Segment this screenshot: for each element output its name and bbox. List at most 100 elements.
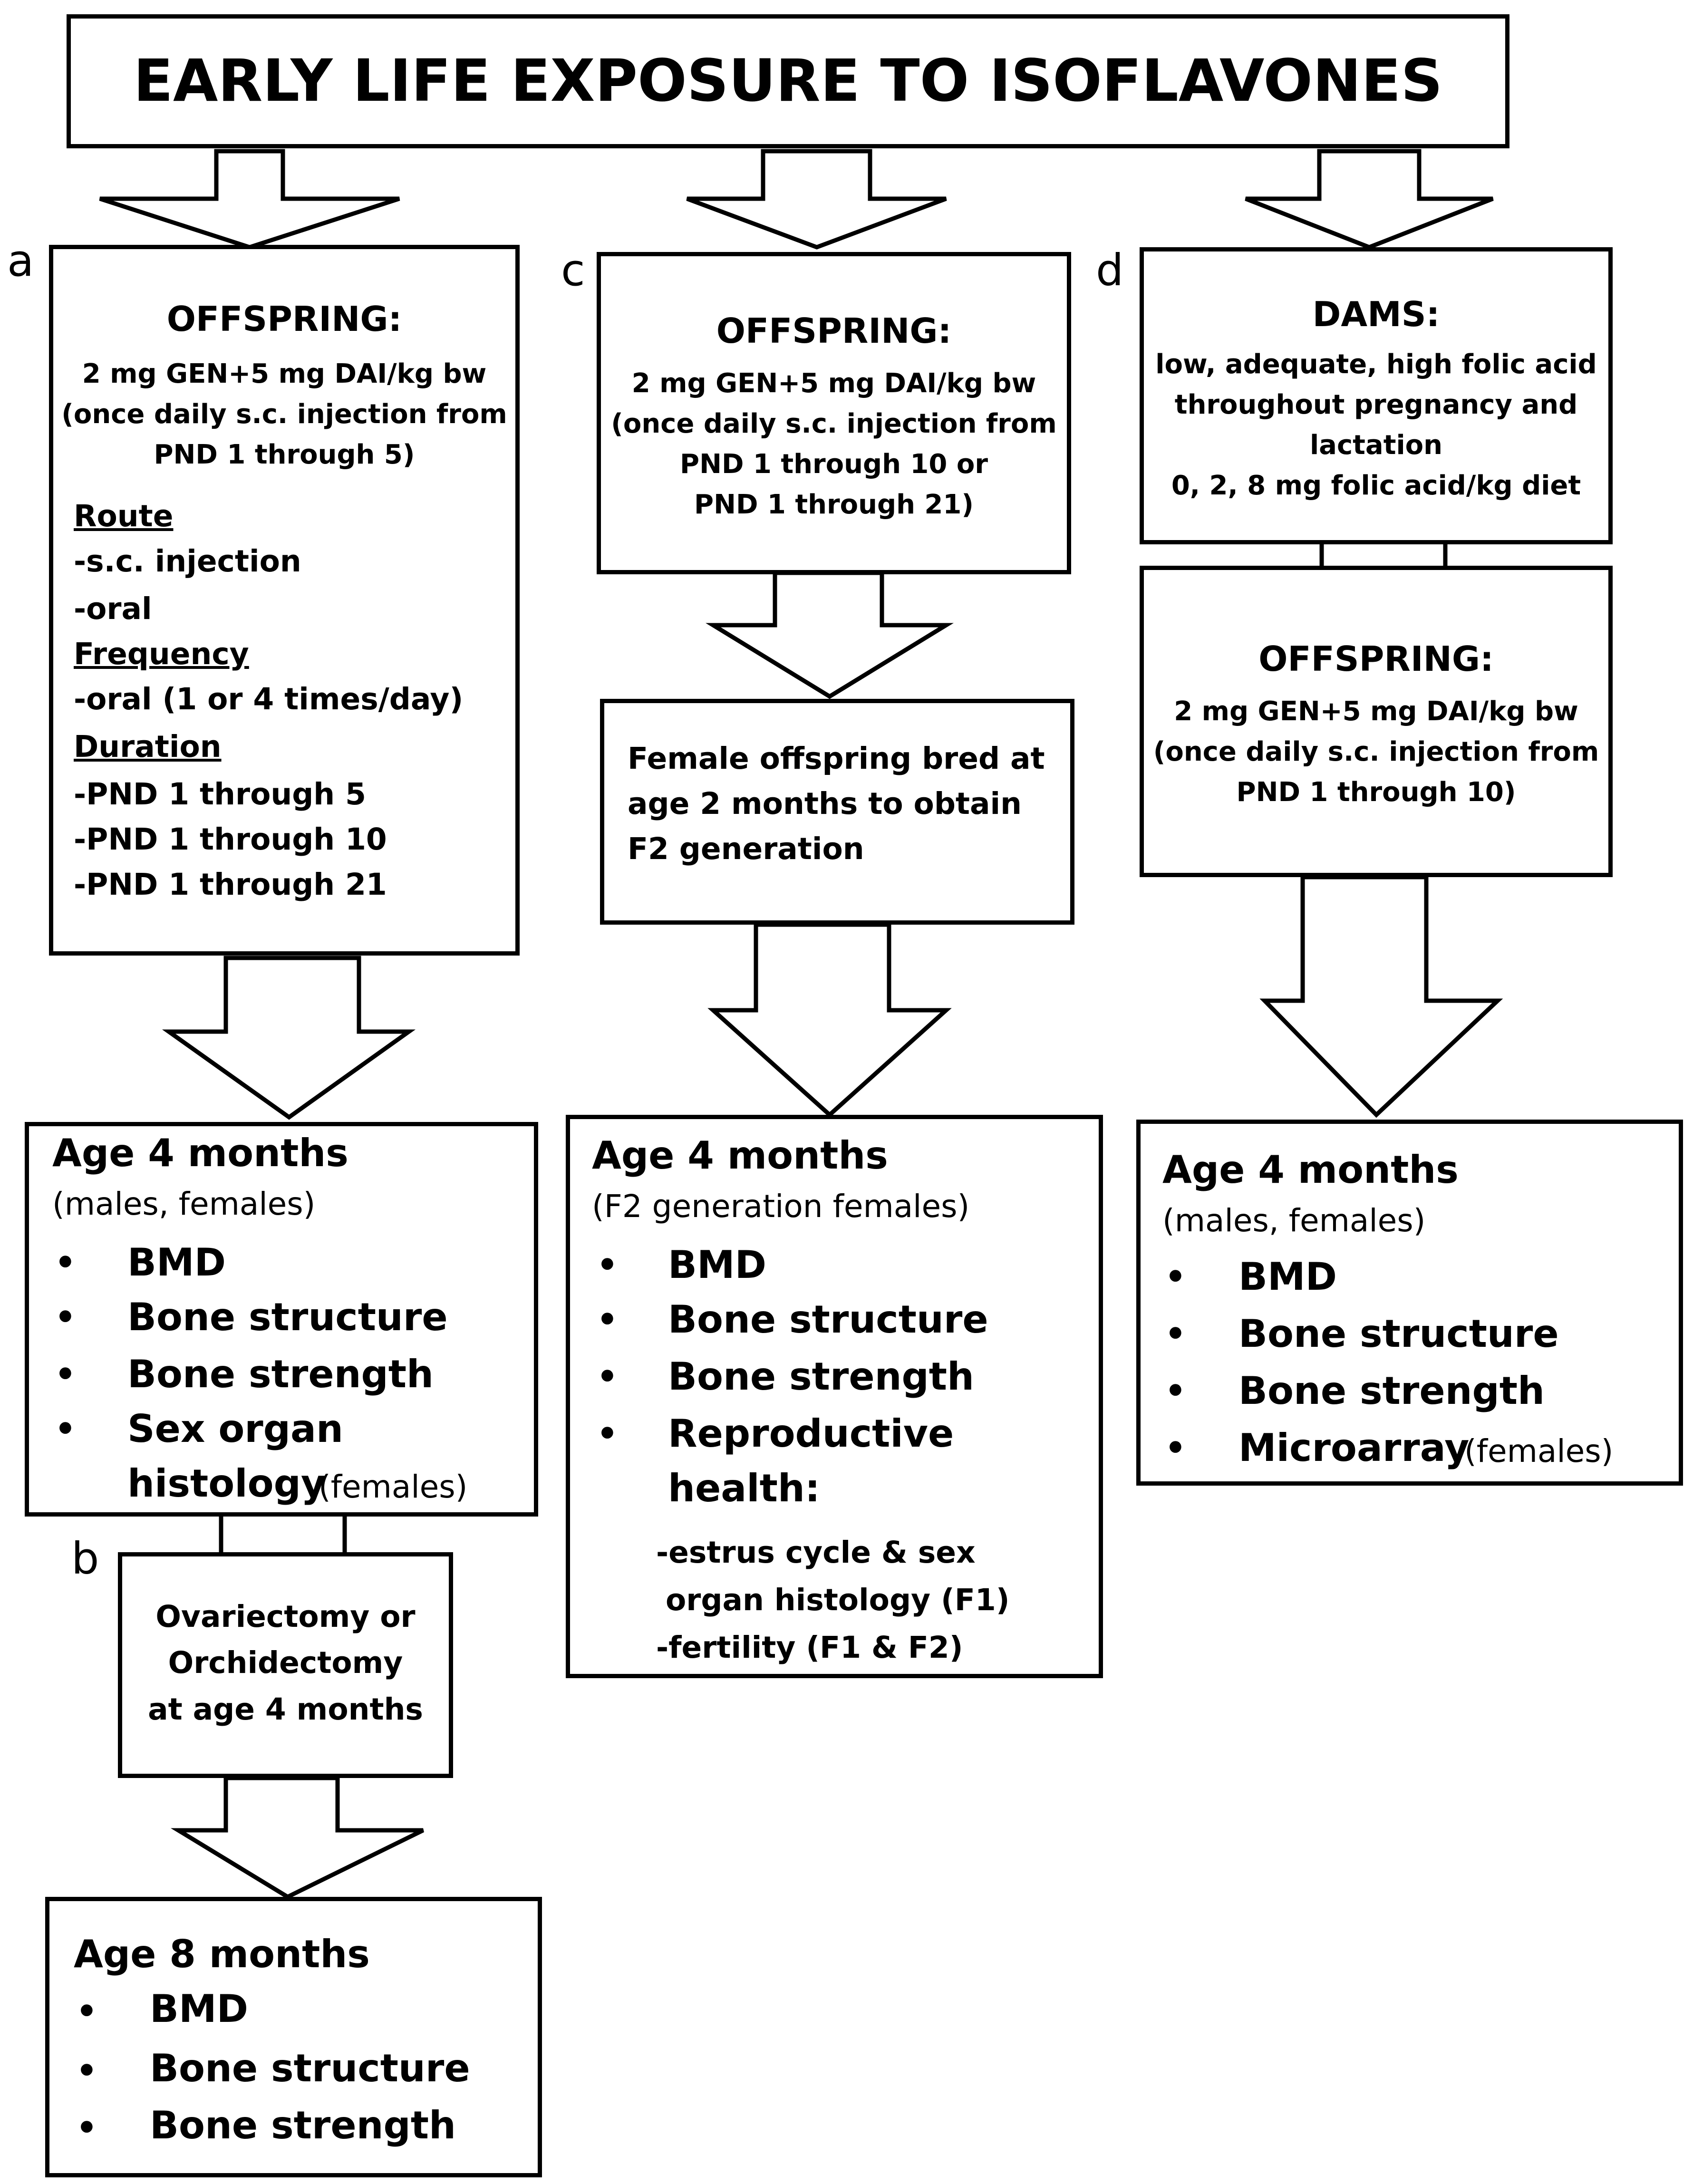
- panel-c-outcome-box: [566, 1115, 1103, 1678]
- panel-d-heading: OFFSPRING:: [1258, 639, 1494, 679]
- panel-a-duration-2: -PND 1 through 10: [74, 822, 387, 857]
- panel-c-repro-2: organ histology (F1): [666, 1583, 1010, 1617]
- panel-letter-c: c: [561, 245, 585, 296]
- arrow-title-to-d: [1245, 149, 1494, 250]
- panel-a-outcome-title: Age 4 months: [52, 1131, 348, 1175]
- panel-c-item-health: health:: [668, 1466, 820, 1510]
- panel-letter-a: a: [7, 235, 34, 286]
- panel-c-item-reproductive: Reproductive: [668, 1411, 954, 1456]
- panel-c-schedule-3: PND 1 through 21): [694, 489, 974, 520]
- panel-d-schedule-1: (once daily s.c. injection from: [1153, 736, 1599, 767]
- panel-letter-b: b: [71, 1533, 99, 1584]
- bullet: •: [1165, 1257, 1186, 1296]
- bullet: •: [76, 2051, 97, 2090]
- panel-b-line-3: at age 4 months: [148, 1692, 423, 1727]
- bullet: •: [597, 1246, 618, 1285]
- panel-c-breeding-3: F2 generation: [628, 831, 864, 866]
- panel-c-repro-3: -fertility (F1 & F2): [656, 1630, 963, 1665]
- bullet: •: [597, 1414, 618, 1453]
- arrow-d-to-outcome: [1259, 875, 1503, 1118]
- panel-a-item-strength: Bone strength: [127, 1352, 434, 1396]
- panel-d-offspring-box: [1140, 566, 1613, 877]
- panel-d-dams-box: [1140, 247, 1613, 544]
- panel-d-item-microarray: Microarray: [1238, 1426, 1470, 1470]
- bullet: •: [597, 1357, 618, 1396]
- panel-c-treatment-box: [597, 252, 1071, 574]
- panel-a-outcome-box: [25, 1122, 538, 1517]
- panel-a-route-label: Route: [74, 499, 174, 533]
- panel-c-item-structure: Bone structure: [668, 1297, 988, 1342]
- panel-d-dams-4: 0, 2, 8 mg folic acid/kg diet: [1171, 470, 1581, 501]
- panel-a-frequency-label: Frequency: [74, 637, 249, 671]
- panel-c-breeding-1: Female offspring bred at: [628, 741, 1045, 776]
- panel-a-duration-3: -PND 1 through 21: [74, 867, 387, 902]
- bullet: •: [55, 1243, 76, 1282]
- panel-a-duration-label: Duration: [74, 729, 222, 764]
- bullet: •: [55, 1410, 76, 1449]
- panel-a-item-note: (females): [319, 1469, 468, 1505]
- panel-b-line-1: Ovariectomy or: [155, 1599, 416, 1634]
- panel-c-outcome-subtitle: (F2 generation females): [592, 1188, 970, 1225]
- panel-c-outcome-title: Age 4 months: [592, 1133, 888, 1178]
- panel-d-dams-1: low, adequate, high folic acid: [1155, 349, 1597, 380]
- panel-d-outcome-title: Age 4 months: [1162, 1148, 1459, 1192]
- bullet: •: [76, 2108, 97, 2147]
- panel-d-item-note: (females): [1464, 1433, 1614, 1469]
- panel-b-item-bmd: BMD: [150, 1987, 248, 2031]
- arrow-c-to-breeding: [706, 570, 954, 699]
- panel-c-item-bmd: BMD: [668, 1243, 766, 1287]
- panel-a-route-2: -oral: [74, 591, 152, 626]
- bullet: •: [55, 1298, 76, 1337]
- panel-b-line-2: Orchidectomy: [168, 1645, 403, 1680]
- bullet: •: [1165, 1372, 1186, 1411]
- panel-a-frequency-1: -oral (1 or 4 times/day): [74, 682, 464, 716]
- arrow-a-to-outcome: [162, 956, 416, 1120]
- panel-d-dams-heading: DAMS:: [1312, 294, 1440, 334]
- panel-c-breeding-box: [600, 699, 1074, 925]
- panel-d-dose: 2 mg GEN+5 mg DAI/kg bw: [1174, 696, 1578, 727]
- panel-d-dams-3: lactation: [1309, 430, 1443, 461]
- panel-b-outcome-box: [45, 1897, 542, 2177]
- panel-a-item-structure: Bone structure: [127, 1295, 448, 1339]
- panel-a-dose: 2 mg GEN+5 mg DAI/kg bw: [82, 358, 487, 389]
- panel-letter-d: d: [1096, 245, 1124, 296]
- panel-d-item-structure: Bone structure: [1238, 1312, 1559, 1356]
- panel-a-schedule-1: (once daily s.c. injection from: [61, 399, 507, 430]
- arrow-title-to-a: [99, 149, 400, 250]
- arrow-title-to-c: [686, 149, 947, 250]
- bullet: •: [1165, 1314, 1186, 1353]
- panel-d-item-strength: Bone strength: [1238, 1369, 1545, 1413]
- panel-b-outcome-title: Age 8 months: [74, 1932, 370, 1976]
- panel-a-heading: OFFSPRING:: [166, 299, 402, 339]
- panel-d-outcome-box: [1136, 1120, 1683, 1486]
- panel-c-repro-1: -estrus cycle & sex: [656, 1535, 976, 1570]
- title-box: [67, 14, 1509, 148]
- panel-b-item-strength: Bone strength: [150, 2103, 456, 2147]
- panel-d-dams-2: throughout pregnancy and: [1174, 389, 1578, 420]
- arrow-b-to-outcome: [170, 1776, 424, 1900]
- panel-c-breeding-2: age 2 months to obtain: [628, 786, 1022, 821]
- panel-b-item-structure: Bone structure: [150, 2046, 470, 2090]
- panel-d-item-bmd: BMD: [1238, 1255, 1337, 1299]
- panel-c-schedule-2: PND 1 through 10 or: [680, 449, 988, 480]
- panel-c-item-strength: Bone strength: [668, 1354, 974, 1399]
- diagram-title: EARLY LIFE EXPOSURE TO ISOFLAVONES: [133, 47, 1443, 115]
- panel-a-item-sex-organ: Sex organ: [127, 1407, 343, 1451]
- panel-d-outcome-subtitle: (males, females): [1162, 1202, 1426, 1239]
- bullet: •: [76, 1992, 97, 2031]
- panel-a-duration-1: -PND 1 through 5: [74, 777, 366, 812]
- bullet: •: [1165, 1429, 1186, 1468]
- arrow-breeding-to-outcome: [707, 922, 952, 1118]
- panel-a-schedule-2: PND 1 through 5): [154, 439, 415, 470]
- panel-c-heading: OFFSPRING:: [716, 311, 952, 351]
- panel-c-schedule-1: (once daily s.c. injection from: [611, 408, 1057, 439]
- panel-a-item-bmd: BMD: [127, 1240, 226, 1285]
- bullet: •: [55, 1355, 76, 1394]
- panel-a-outcome-subtitle: (males, females): [52, 1186, 316, 1222]
- panel-d-schedule-2: PND 1 through 10): [1236, 777, 1516, 808]
- bullet: •: [597, 1300, 618, 1339]
- panel-a-item-histology: histology: [127, 1461, 326, 1506]
- panel-b-surgery-box: [118, 1552, 453, 1778]
- panel-a-route-1: -s.c. injection: [74, 544, 301, 579]
